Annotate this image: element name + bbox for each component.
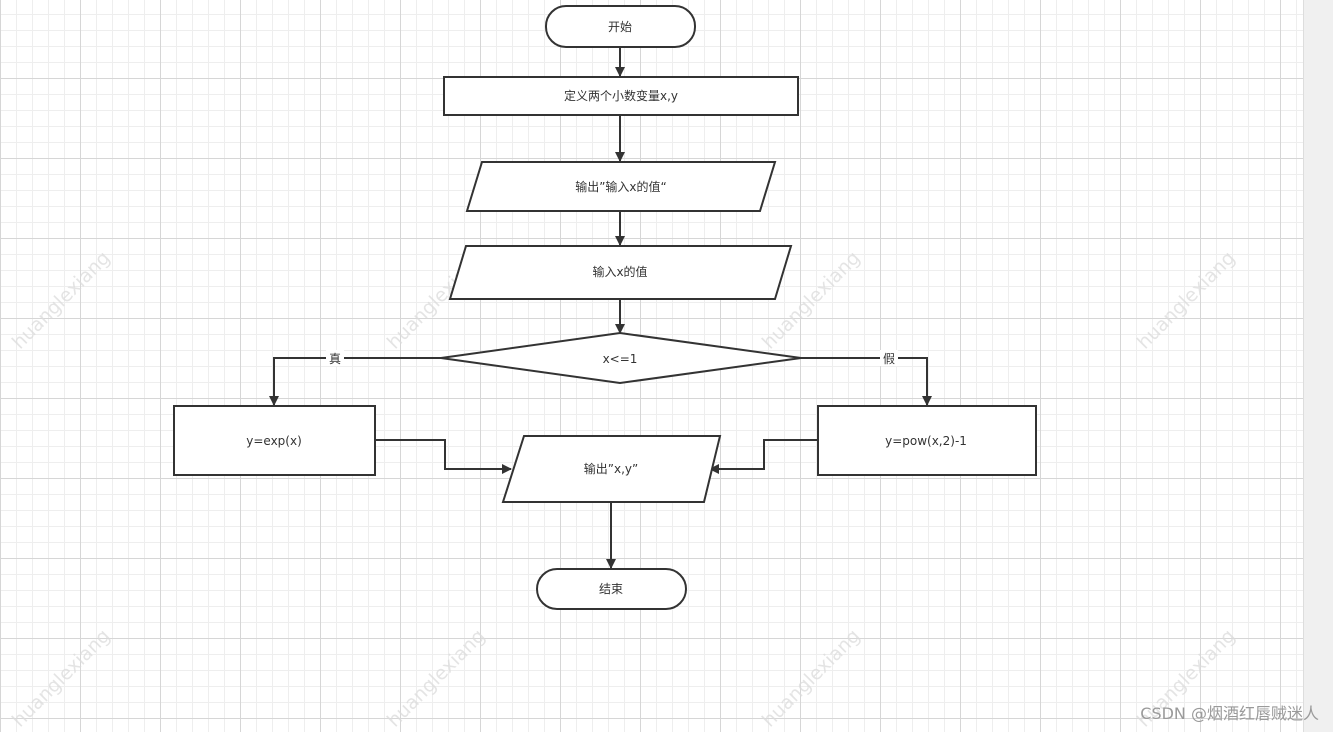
node-start[interactable]: 开始: [545, 5, 696, 48]
node-end[interactable]: 结束: [536, 568, 687, 610]
edge-false-to-output: [709, 439, 817, 474]
edge-condition-true: [269, 357, 441, 406]
node-end-label: 结束: [599, 582, 623, 596]
io-shape: [501, 435, 722, 503]
node-calc-false-label: y=pow(x,2)-1: [885, 434, 967, 448]
edge-label-bg: [880, 350, 898, 366]
watermark: huanglexiang: [758, 625, 865, 732]
edges: [269, 47, 932, 569]
edge-label-true: 真: [329, 352, 341, 366]
node-start-label: 开始: [608, 20, 632, 34]
edge-label-false: 假: [883, 352, 895, 366]
node-output-xy[interactable]: 输出”x,y”: [501, 435, 722, 503]
watermark: huanglexiang: [8, 247, 115, 354]
watermark: huanglexiang: [1133, 247, 1240, 354]
edge-true-to-output: [375, 439, 512, 474]
node-prompt-output-label: 输出”输入x的值“: [575, 179, 667, 194]
process-shape: [173, 405, 376, 476]
edge-condition-false: [801, 357, 932, 406]
node-input-x-label: 输入x的值: [592, 264, 647, 279]
node-output-xy-label: 输出”x,y”: [584, 461, 638, 476]
vertical-scrollbar[interactable]: [1303, 0, 1333, 732]
io-shape: [465, 161, 777, 212]
node-condition[interactable]: x<=1: [440, 331, 802, 385]
decision-shape: [440, 331, 802, 385]
node-calc-true[interactable]: y=exp(x): [173, 405, 376, 476]
watermark: huanglexiang: [383, 625, 490, 732]
node-prompt-output[interactable]: 输出”输入x的值“: [465, 161, 777, 212]
process-shape: [817, 405, 1037, 476]
process-shape: [443, 76, 799, 116]
node-calc-false[interactable]: y=pow(x,2)-1: [817, 405, 1037, 476]
terminator-shape: [545, 5, 696, 48]
terminator-shape: [536, 568, 687, 610]
node-define-vars[interactable]: 定义两个小数变量x,y: [443, 76, 799, 116]
node-input-x[interactable]: 输入x的值: [448, 245, 793, 300]
edge-label-bg: [326, 350, 344, 366]
node-define-vars-label: 定义两个小数变量x,y: [564, 88, 678, 103]
watermark: huanglexiang: [8, 625, 115, 732]
csdn-credit: CSDN @烟酒红唇贼迷人: [1140, 704, 1319, 723]
io-shape: [448, 245, 793, 300]
node-condition-label: x<=1: [603, 352, 638, 366]
node-calc-true-label: y=exp(x): [246, 434, 302, 448]
edge-labels: 真 假: [326, 350, 898, 366]
